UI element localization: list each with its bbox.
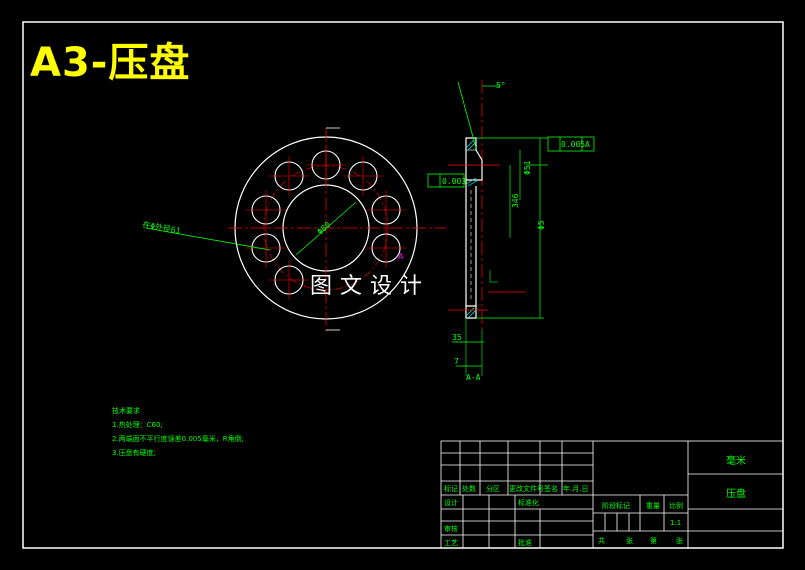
circle-diameter-label: Φ80	[316, 220, 333, 236]
tb-sheets-total: 共	[598, 537, 605, 545]
tb-header-zone: 分区	[486, 485, 500, 493]
tb-sheet-num: 第	[650, 537, 657, 545]
dim-small: Φ51	[523, 160, 532, 175]
section-view: 5° 0.005 A 0.003 Φ51 346 Φ5 35 7 A-A	[427, 80, 595, 382]
tb-stage-mark: 阶段标记	[602, 502, 630, 510]
tol1-frame	[547, 136, 595, 152]
tb-scale-value: 1:1	[670, 519, 682, 527]
tb-header-doc: 更改文件号	[509, 485, 544, 493]
dim-mid: 346	[511, 193, 520, 208]
tb-approve: 批准	[518, 539, 532, 547]
drawing-border	[22, 21, 784, 549]
tb-weight: 重量	[646, 502, 660, 510]
tb-review: 审核	[444, 525, 458, 533]
section-label: A-A	[466, 373, 481, 382]
tb-design: 设计	[444, 499, 458, 507]
tb-header-date: 年.月.日	[563, 485, 589, 493]
outer-leader-label: 在Φ外径61	[142, 219, 182, 236]
angle-label: 5°	[496, 81, 506, 90]
tol1-value: 0.005	[561, 140, 585, 149]
tb-standard: 标准化	[518, 499, 539, 507]
tech-heading: 技术要求	[112, 407, 140, 415]
tech-item: 2.两端面不平行度误差0.005毫米，R角倒;	[112, 435, 244, 443]
drawing-title: A3-压盘	[30, 40, 191, 86]
tb-sheets-label: 张	[626, 537, 633, 545]
tb-sheet-label: 张	[676, 537, 683, 545]
dim-7: 7	[454, 357, 459, 366]
tb-part-name: 压盘	[726, 489, 746, 500]
tol2-value: 0.003	[442, 177, 466, 186]
tol1-code: A	[585, 140, 590, 149]
tech-item: 3.压盘有硬度;	[112, 449, 157, 457]
tb-scale: 比例	[669, 502, 683, 510]
tb-process: 工艺	[444, 539, 458, 547]
title-block	[440, 440, 784, 549]
dim-35: 35	[452, 333, 462, 342]
tb-header-sign: 签名	[544, 485, 558, 493]
tech-item: 1.热处理：C60;	[112, 421, 163, 429]
magenta-mark: A	[398, 252, 404, 261]
tb-header-mark: 标记	[444, 485, 458, 493]
diameter-leader	[295, 201, 357, 256]
section-outline-bottom	[465, 305, 477, 319]
dim-big: Φ5	[537, 220, 546, 230]
hatch-top	[465, 137, 477, 151]
tb-company: 毫米	[726, 456, 746, 467]
angle-leader	[457, 81, 477, 149]
tb-header-count: 处数	[462, 485, 476, 493]
outer-leader	[145, 227, 271, 251]
watermark-text: 图文设计	[310, 274, 431, 299]
front-view: Φ80 在Φ外径61 A	[142, 127, 446, 332]
technical-requirements: 技术要求 1.热处理：C60; 2.两端面不平行度误差0.005毫米，R角倒; …	[112, 404, 244, 460]
tol2-frame	[427, 173, 465, 188]
